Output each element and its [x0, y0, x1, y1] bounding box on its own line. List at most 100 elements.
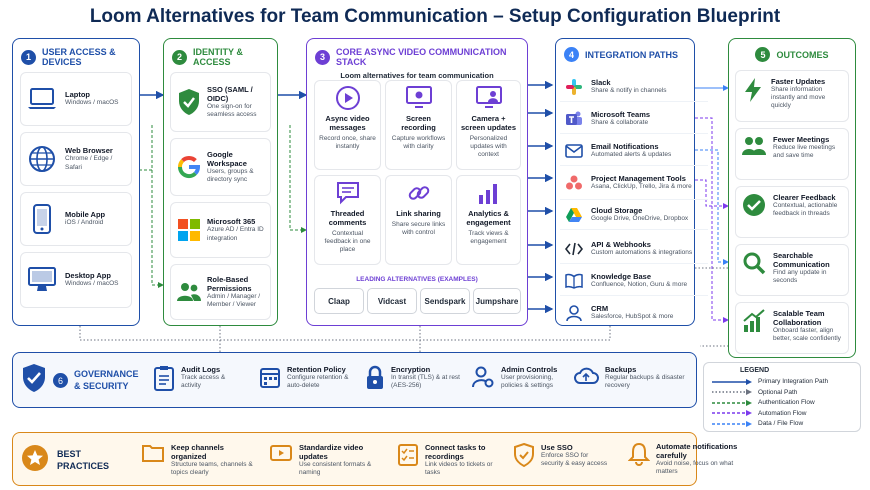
card-title: Google Workspace	[207, 149, 247, 168]
card-subtitle: Windows / macOS	[65, 99, 119, 107]
legend-swatch	[712, 410, 752, 416]
growth-icon	[742, 309, 766, 333]
crm-icon	[564, 304, 584, 322]
card-subtitle: Track views & engagement	[468, 230, 509, 246]
card-title: Camera + screen updates	[460, 114, 517, 132]
card-title: Threaded comments	[328, 209, 367, 227]
card-subtitle: iOS / Android	[65, 219, 104, 227]
card-subtitle: Record once, share instantly	[319, 135, 376, 151]
feature-async-video[interactable]: Async video messages Record once, share …	[314, 80, 381, 170]
card-title: Connect tasks to recordings	[425, 443, 486, 461]
alternatives-label: LEADING ALTERNATIVES (EXAMPLES)	[356, 276, 478, 283]
step-4-badge: 4	[564, 47, 579, 62]
card-subtitle: Avoid noise, focus on what matters	[656, 460, 734, 476]
card-title: CRM	[591, 304, 609, 314]
step-2-badge: 2	[172, 49, 187, 65]
card-title: Faster Updates	[771, 77, 826, 86]
step-3-badge: 3	[315, 49, 330, 65]
column-title: IDENTITY & ACCESS	[193, 47, 243, 67]
globe-icon	[27, 144, 57, 174]
comment-icon	[318, 180, 377, 206]
card-title: Laptop	[65, 90, 90, 100]
legend-item: Optional Path	[712, 389, 797, 396]
card-title: Web Browser	[65, 146, 113, 156]
governance-title: GOVERNANCE & SECURITY	[74, 368, 139, 391]
play-icon	[318, 85, 377, 111]
mail-icon	[564, 143, 584, 159]
bell-icon	[627, 442, 651, 471]
legend-item: Primary Integration Path	[712, 378, 828, 385]
card-subtitle: Enforce SSO for security & easy access	[541, 452, 608, 468]
card-subtitle: Salesforce, HubSpot & more	[591, 313, 674, 321]
feature-camera-screen[interactable]: Camera + screen updates Personalized upd…	[456, 80, 521, 170]
card-title: Audit Logs	[181, 365, 221, 374]
feature-analytics[interactable]: Analytics & engagement Track views & eng…	[456, 175, 521, 265]
feature-threaded-comments[interactable]: Threaded comments Contextual feedback in…	[314, 175, 381, 265]
card-title: Mobile App	[65, 210, 106, 220]
card-title: Encryption	[391, 365, 431, 374]
alternative-vidcast[interactable]: Vidcast	[367, 288, 417, 314]
card-subtitle: Regular backups & disaster recovery	[605, 374, 685, 390]
card-subtitle: Asana, ClickUp, Trello, Jira & more	[591, 182, 692, 190]
shield-check-icon	[21, 363, 47, 398]
card-subtitle: Find any update in seconds	[773, 269, 827, 285]
card-subtitle: Admin / Manager / Member / Viewer	[207, 292, 261, 308]
legend-item: Data / File Flow	[712, 420, 803, 427]
best-practices-header: BEST PRACTICES	[21, 444, 109, 477]
column-title: CORE ASYNC VIDEO COMMUNICATION STACK	[336, 47, 507, 67]
step-1-badge: 1	[21, 49, 36, 65]
sso-card[interactable]: SSO (SAML / OIDC)One sign-on for seamles…	[170, 72, 271, 132]
alternative-sendspark[interactable]: Sendspark	[420, 288, 470, 314]
slack-icon	[564, 78, 584, 96]
teams-icon	[564, 110, 584, 128]
card-subtitle: Capture workflows with clarity	[391, 135, 446, 151]
alternative-claap[interactable]: Claap	[314, 288, 364, 314]
camera-screen-icon	[460, 85, 517, 111]
monitor-icon	[27, 266, 57, 294]
step-6-badge: 6	[53, 373, 68, 388]
alternative-jumpshare[interactable]: Jumpshare	[473, 288, 521, 314]
screen-record-icon	[389, 85, 448, 111]
card-subtitle: Use consistent formats & naming	[299, 461, 372, 477]
legend-swatch	[712, 389, 752, 395]
feature-link-sharing[interactable]: Link sharing Share secure links with con…	[385, 175, 452, 265]
microsoft-icon	[177, 218, 201, 242]
card-subtitle: Custom automations & integrations	[591, 248, 693, 256]
feature-screen-recording[interactable]: Screen recording Capture workflows with …	[385, 80, 452, 170]
card-subtitle: Link videos to tickets or tasks	[425, 461, 493, 477]
card-subtitle: Structure teams, channels & topics clear…	[171, 461, 253, 477]
card-title: Scalable Team Collaboration	[773, 309, 825, 327]
card-title: Email Notifications	[591, 141, 659, 151]
card-title: Keep channels organized	[171, 443, 224, 461]
